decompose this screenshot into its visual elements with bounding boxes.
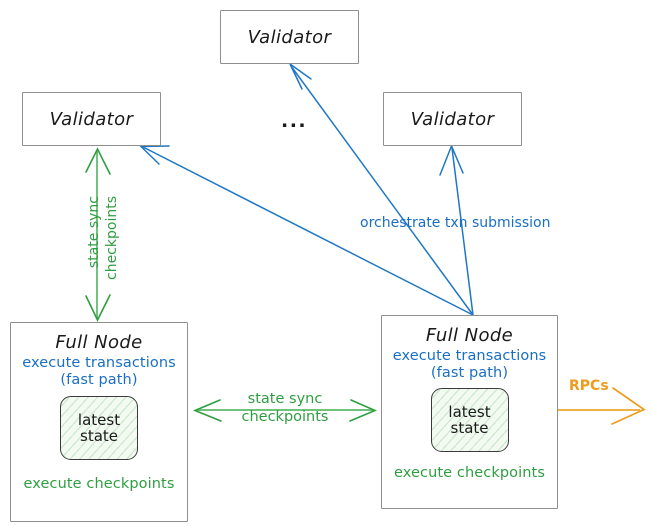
validator-top-label: Validator <box>247 26 332 48</box>
edge-label-rpcs: RPCs <box>569 378 609 394</box>
full-node-right-green-line: execute checkpoints <box>394 465 545 482</box>
full-node-left-state-line-1: latest <box>77 410 121 429</box>
full-node-right-blue-line-1: execute transactions <box>392 348 547 364</box>
edge-label-state-sync-vertical-line1: state sync <box>86 196 102 269</box>
full-node-left-box[interactable]: Full Node execute transactions (fast pat… <box>10 322 188 522</box>
full-node-left-blue-line-2: (fast path) <box>60 372 138 389</box>
validator-left-label: Validator <box>49 108 134 130</box>
edge-label-state-sync-horizontal: state sync checkpoints <box>215 390 355 426</box>
edge-label-state-sync-horizontal-line2: checkpoints <box>241 409 329 426</box>
full-node-left-state-line-2: state <box>80 427 118 446</box>
full-node-right-blue-line-2: (fast path) <box>430 365 509 382</box>
validator-top-box[interactable]: Validator <box>220 10 359 64</box>
edge-label-state-sync-horizontal-line1: state sync <box>247 391 323 407</box>
validator-left-box[interactable]: Validator <box>22 92 161 146</box>
validators-ellipsis: ... <box>281 110 308 132</box>
full-node-right-latest-state-box[interactable]: latest state <box>430 388 509 453</box>
edge-label-orchestrate-txn-submission: orchestrate txn submission <box>360 215 551 231</box>
edge-label-state-sync-vertical-line2: checkpoints <box>104 196 120 280</box>
full-node-right-state-line-2: state <box>450 419 489 438</box>
full-node-left-title: Full Node <box>55 332 143 353</box>
full-node-right-state-line-1: latest <box>448 402 491 421</box>
full-node-left-green-line: execute checkpoints <box>23 476 175 493</box>
full-node-right-box[interactable]: Full Node execute transactions (fast pat… <box>381 315 558 509</box>
full-node-left-blue-line-1: execute transactions <box>22 355 176 371</box>
full-node-right-title: Full Node <box>425 325 514 346</box>
full-node-left-latest-state-box[interactable]: latest state <box>60 396 138 461</box>
validator-right-box[interactable]: Validator <box>383 92 522 146</box>
validator-right-label: Validator <box>410 108 495 130</box>
